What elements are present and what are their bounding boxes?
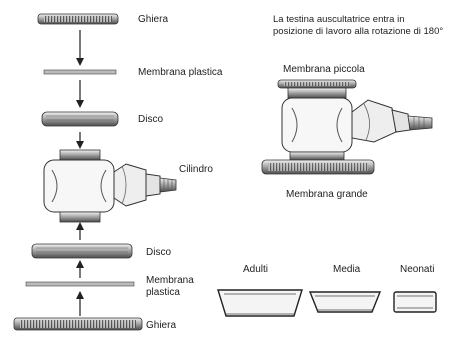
bottom-plastic-membrane — [25, 281, 135, 287]
label-media: Media — [333, 264, 361, 275]
bottom-disc — [31, 243, 133, 259]
label-bottom-membrana-line2: plastica — [146, 287, 180, 298]
label-top-ghiera: Ghiera — [138, 14, 169, 25]
arrow-head — [76, 141, 84, 149]
label-bottom-membrana-line1: Membrana — [146, 275, 194, 286]
assembled-chest-piece — [261, 79, 433, 175]
arrow-head — [76, 58, 84, 66]
label-adulti: Adulti — [243, 264, 269, 275]
top-plastic-membrane — [43, 69, 117, 75]
label-bottom-ghiera: Ghiera — [146, 320, 177, 331]
arrow-head — [76, 222, 84, 230]
diaphragm-neonati — [393, 291, 437, 313]
arrow-head — [76, 100, 84, 108]
note-line-2: posizione di lavoro alla rotazione di 18… — [273, 26, 444, 37]
top-ghiera-ring — [37, 13, 119, 25]
label-neonati: Neonati — [400, 264, 435, 275]
label-bottom-disco: Disco — [146, 247, 172, 258]
top-disc — [41, 111, 119, 127]
label-top-disco: Disco — [138, 114, 164, 125]
arrow-head — [76, 260, 84, 268]
chest-piece-head — [43, 149, 177, 223]
label-membrana-piccola: Membrana piccola — [283, 64, 365, 75]
label-cilindro: Cilindro — [179, 164, 213, 175]
label-membrana-grande: Membrana grande — [286, 189, 368, 200]
label-top-membrana-plastica: Membrana plastica — [138, 67, 223, 78]
bottom-ghiera-ring — [13, 317, 143, 331]
note-line-1: La testina auscultatrice entra in — [273, 14, 405, 25]
arrow-head — [76, 291, 84, 299]
diaphragm-media — [308, 291, 382, 313]
diaphragm-adulti — [217, 289, 303, 317]
